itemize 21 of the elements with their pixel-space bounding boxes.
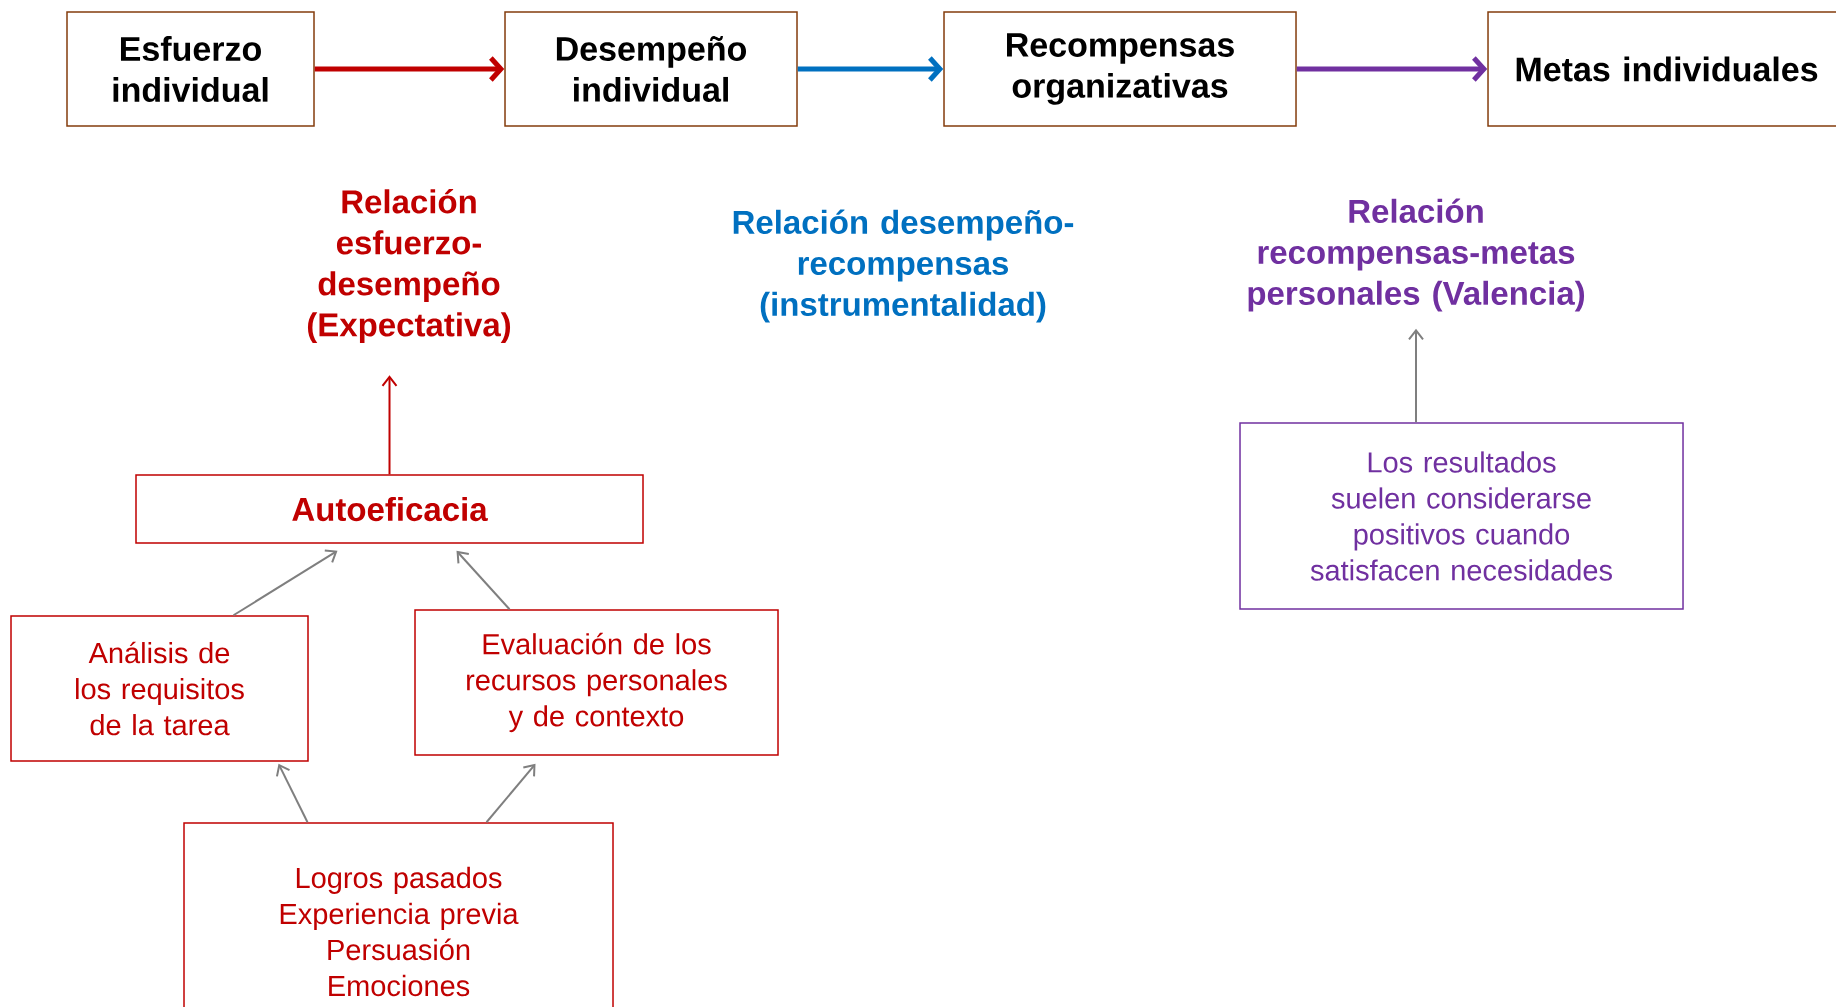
process-box: Metas individuales — [1487, 11, 1836, 127]
relation-text: Relación esfuerzo-desempeño (Expectativa) — [307, 189, 511, 344]
arrow — [1296, 56, 1488, 82]
process-box: Los resultados suelen considerarse positivos cuando satisfacen necesidades — [1239, 422, 1684, 610]
arrow — [314, 56, 505, 82]
process-box: Desempeño individual — [504, 11, 798, 127]
process-box: Evaluación de los recursos personales y de contexto — [414, 609, 779, 756]
process-box: Análisis de los requisitos de la tarea — [10, 615, 309, 762]
process-box: Recompensas organizativas — [943, 11, 1297, 127]
arrow — [381, 375, 398, 476]
arrow — [456, 550, 511, 611]
relation-text: Relación desempeño-recompensas (instrumentalidad) — [733, 209, 1074, 323]
process-box: Logros pasados Experiencia previa Persuasión Emociones — [183, 822, 614, 1007]
relation-text: Relación recompensas-metas personales (Valencia) — [1248, 198, 1585, 312]
arrow — [485, 763, 536, 824]
arrow — [1408, 328, 1424, 424]
arrow — [797, 56, 944, 82]
arrow — [232, 549, 338, 617]
process-box: Esfuerzo individual — [66, 11, 315, 127]
process-box: Autoeficacia — [135, 474, 644, 544]
arrow — [275, 763, 309, 824]
